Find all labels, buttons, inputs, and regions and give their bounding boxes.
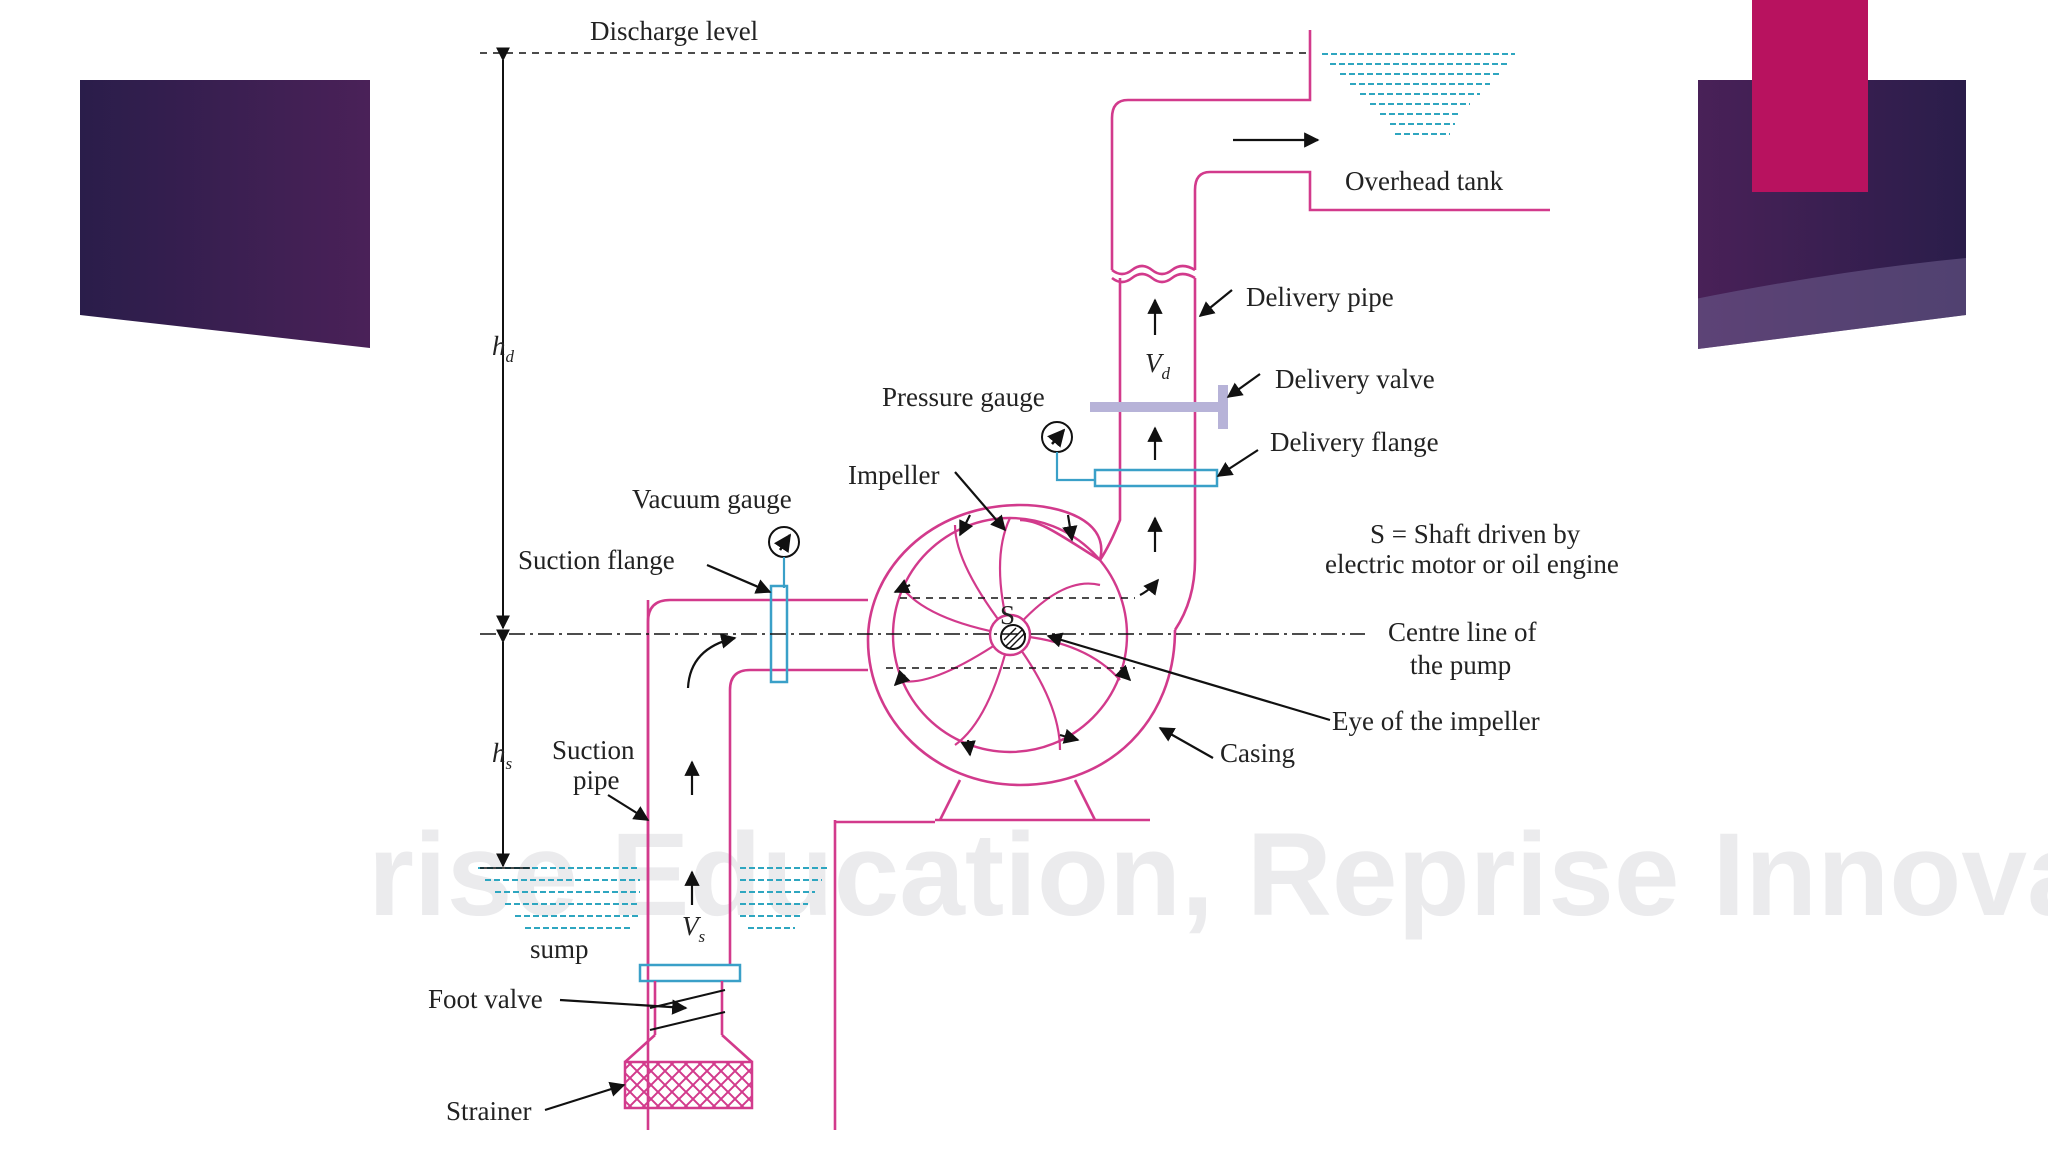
strainer-cone — [624, 1034, 753, 1063]
overhead-tank-water — [1322, 53, 1515, 135]
sump-label: sump — [530, 934, 589, 964]
delivery-flange — [1093, 468, 1219, 488]
callout-leaders — [544, 289, 1331, 1112]
pump-casing-inner — [1019, 518, 1101, 562]
delivery-valve-label: Delivery valve — [1275, 364, 1435, 394]
delivery-pipe-label: Delivery pipe — [1246, 282, 1394, 312]
foot-valve-flaps — [649, 989, 726, 1031]
pipe-break — [1111, 264, 1196, 276]
casing-label: Casing — [1220, 738, 1295, 768]
suction-pipe-inner — [728, 668, 868, 965]
suction-pipe-label-1: Suction — [552, 735, 635, 765]
foot-valve-label: Foot valve — [428, 984, 543, 1014]
diagram-panel — [370, 0, 1698, 1152]
pump-base — [935, 779, 1150, 822]
delivery-valve-handle — [1218, 385, 1228, 429]
strainer-mesh — [623, 1060, 754, 1110]
hs-label: hs — [492, 738, 513, 773]
centre-line-label-1: Centre line of — [1388, 617, 1536, 647]
delivery-flange-label: Delivery flange — [1270, 427, 1439, 457]
impeller-label: Impeller — [848, 460, 939, 490]
eye-of-impeller-label: Eye of the impeller — [1332, 706, 1540, 736]
title-band-right-shade — [1690, 258, 1966, 350]
discharge-level-label: Discharge level — [590, 16, 758, 46]
accent-bar — [1752, 0, 1868, 192]
shaft-symbol: S — [1000, 600, 1015, 630]
shaft-note-line2: electric motor or oil engine — [1325, 549, 1619, 579]
title-band-left — [80, 80, 370, 348]
pipe-break-2 — [1111, 272, 1196, 284]
delivery-valve-bar — [1090, 402, 1225, 412]
hd-label: hd — [492, 331, 515, 366]
vs-label: Vs — [682, 911, 706, 946]
suction-flange-label: Suction flange — [518, 545, 675, 575]
watermark-text: rise Education, Reprise Innovati — [368, 809, 2048, 941]
flow-arrows — [684, 132, 1320, 905]
delivery-pipe-lower-left — [1098, 278, 1122, 561]
shaft-note-line1: S = Shaft driven by — [1370, 519, 1581, 549]
delivery-pipe-lower-right — [1173, 278, 1197, 631]
overhead-tank-label: Overhead tank — [1345, 166, 1504, 196]
vd-label: Vd — [1145, 348, 1171, 383]
centre-line-label-2: the pump — [1410, 650, 1511, 680]
suction-pipe-label-2: pipe — [573, 765, 620, 795]
sump-water — [478, 867, 828, 929]
pump-casing — [866, 503, 1177, 787]
strainer-label: Strainer — [446, 1096, 531, 1126]
pressure-gauge-tube — [1055, 452, 1095, 482]
pressure-gauge-needle — [1047, 428, 1066, 448]
pressure-gauge-label: Pressure gauge — [882, 382, 1045, 412]
shaft — [1000, 624, 1026, 650]
vacuum-gauge-label: Vacuum gauge — [632, 484, 792, 514]
delivery-pipe-left-wall — [1110, 30, 1312, 270]
delivery-pipe-right-wall — [1193, 170, 1550, 270]
vacuum-gauge-needle — [773, 533, 792, 553]
foot-valve-flange — [638, 963, 742, 983]
